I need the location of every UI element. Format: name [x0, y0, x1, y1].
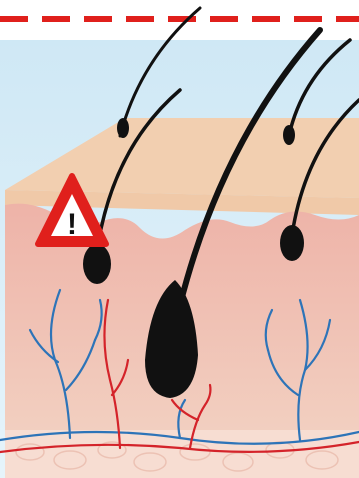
warning-symbol: !	[67, 208, 77, 241]
hair-bulb	[280, 225, 304, 261]
hair-root	[117, 118, 129, 138]
hair-bulb	[83, 244, 111, 284]
hair-root	[283, 125, 295, 145]
